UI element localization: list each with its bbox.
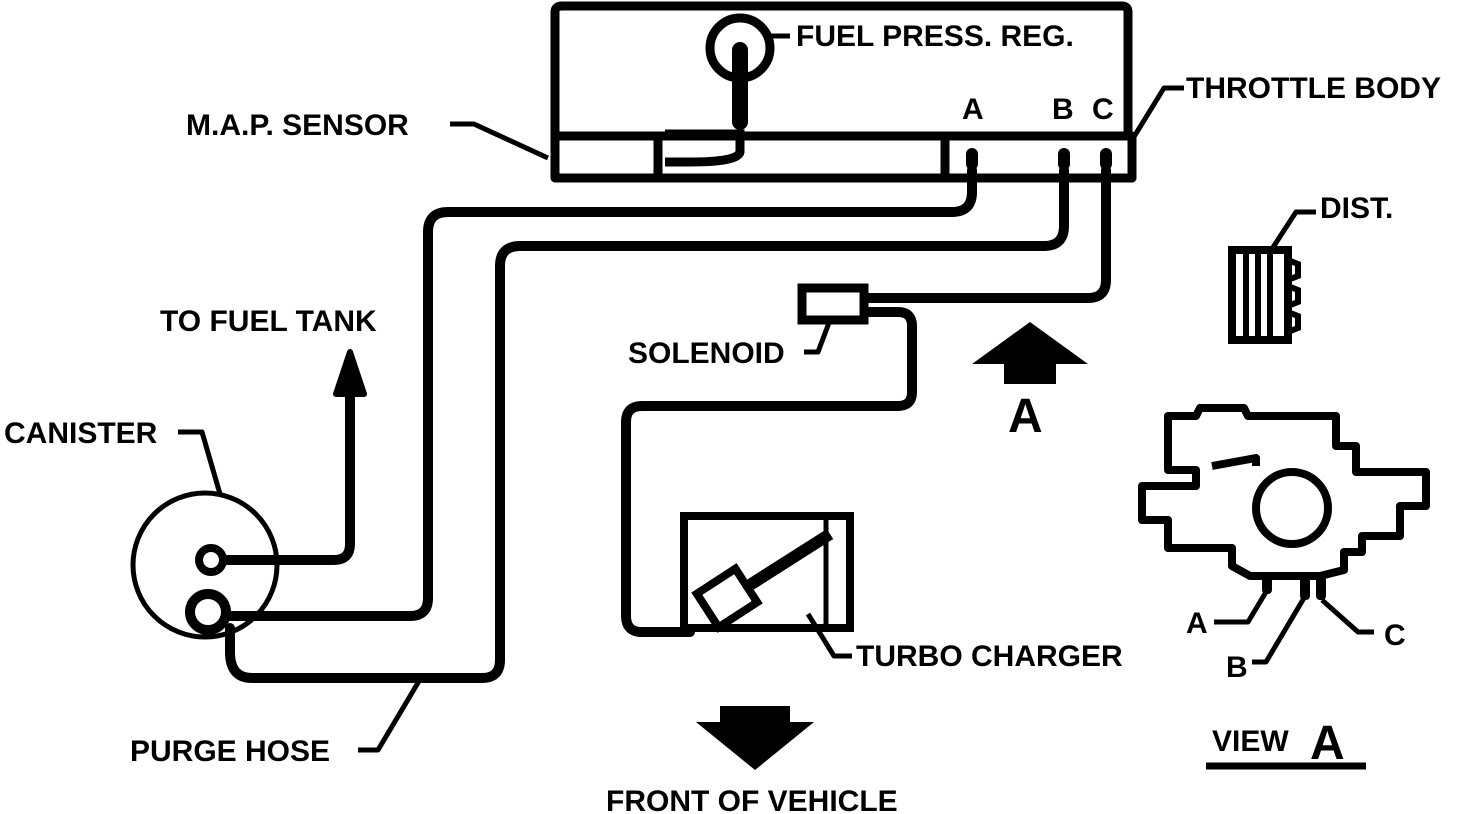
purge-hose-label: PURGE HOSE (130, 735, 330, 768)
leader-view-b (1252, 596, 1307, 665)
canister-port-lower (185, 589, 231, 635)
solenoid-label: SOLENOID (628, 337, 785, 370)
leader-view-a (1214, 590, 1269, 625)
fuel-tank-arrow-head (333, 349, 367, 397)
view-a-arrow (972, 322, 1088, 384)
hose-port-a (217, 165, 977, 621)
canister-label: CANISTER (4, 417, 158, 450)
distributor (1228, 246, 1301, 344)
hose-solenoid-to-turbo (621, 307, 917, 637)
view-a-ports (1262, 576, 1326, 600)
map-sensor-label: M.A.P. SENSOR (186, 109, 409, 142)
view-port-c-label: C (1384, 619, 1406, 652)
vacuum-hoses (205, 165, 1111, 683)
port-c-nipple (1100, 148, 1112, 170)
leader-turbo (805, 612, 852, 659)
leader-dist (1267, 209, 1316, 254)
solenoid-body (797, 283, 869, 325)
view-a-throttle-body (1138, 404, 1430, 580)
turbo-charger-label: TURBO CHARGER (856, 640, 1123, 673)
leader-purge-hose (358, 674, 425, 753)
hose-port-b (225, 165, 1069, 683)
front-of-vehicle-arrow (696, 706, 814, 770)
fuel-press-reg-label: FUEL PRESS. REG. (796, 20, 1074, 53)
view-label: VIEW (1212, 725, 1289, 758)
leader-lines (178, 33, 1374, 753)
leader-view-c (1320, 598, 1374, 635)
hose-port-c (861, 165, 1111, 303)
fuel-pressure-regulator (705, 13, 775, 130)
canister-port-upper (195, 544, 227, 576)
leader-solenoid (804, 319, 833, 355)
dist-label: DIST. (1320, 192, 1393, 225)
port-b-nipple (1058, 148, 1070, 170)
front-of-vehicle-label: FRONT OF VEHICLE (606, 785, 898, 814)
port-b-label: B (1052, 93, 1074, 126)
port-a-label: A (962, 93, 984, 126)
canister (130, 490, 280, 640)
map-sensor-nipple (665, 129, 745, 167)
view-port-b-label: B (1226, 651, 1248, 684)
throttle-body-ports (966, 148, 1112, 170)
view-letter-label: A (1310, 717, 1345, 770)
leader-map-sensor (450, 121, 550, 161)
view-port-a-label: A (1186, 607, 1208, 640)
arrow-a-letter-label: A (1008, 390, 1043, 443)
turbo-charger (680, 512, 854, 633)
throttle-body-label: THROTTLE BODY (1186, 72, 1441, 105)
leader-throttle-body (1129, 85, 1184, 142)
port-a-nipple (966, 148, 978, 170)
hose-to-fuel-tank (205, 385, 355, 565)
port-c-label: C (1092, 93, 1114, 126)
to-fuel-tank-label: TO FUEL TANK (160, 305, 377, 338)
leader-canister (178, 429, 223, 495)
throttle-body-housing (550, 1, 1137, 183)
